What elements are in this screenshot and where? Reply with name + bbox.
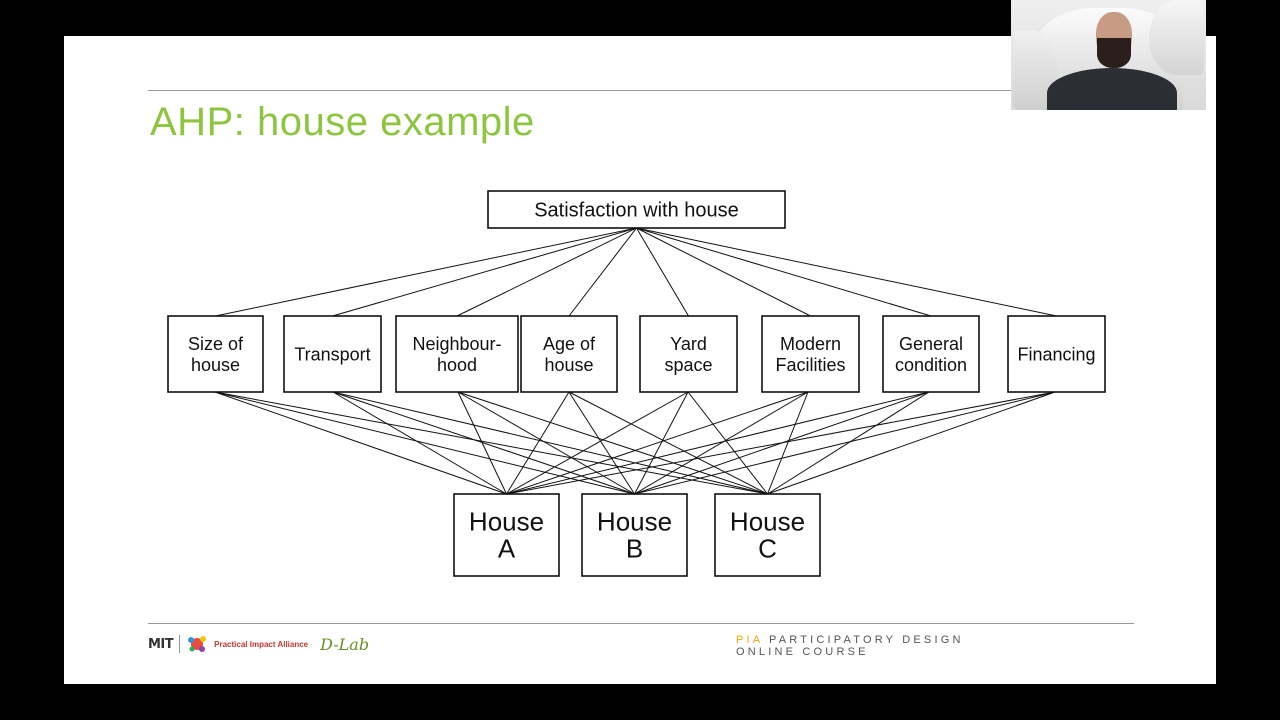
- criterion-to-alternative-link: [332, 391, 635, 495]
- goal-to-criterion-link: [636, 227, 811, 317]
- alternative-box: [453, 493, 560, 577]
- presenter-webcam: [1011, 0, 1206, 110]
- criterion-to-alternative-link: [634, 391, 809, 495]
- criterion-box: [761, 315, 860, 393]
- criterion-to-alternative-link: [687, 391, 768, 495]
- criterion-box: [882, 315, 980, 393]
- goal-to-criterion-link: [456, 227, 637, 317]
- goal-box: [487, 190, 786, 229]
- course-line1: PARTICIPATORY DESIGN: [769, 634, 964, 646]
- criterion-label: Neighbour-hood: [412, 334, 501, 375]
- slide-title: AHP: house example: [150, 100, 535, 144]
- goal-to-criterion-link: [636, 227, 689, 317]
- course-label: PIA PARTICIPATORY DESIGN ONLINE COURSE: [736, 634, 964, 658]
- criterion-box: [520, 315, 618, 393]
- criterion-box: [167, 315, 264, 393]
- criterion-to-alternative-link: [568, 391, 768, 495]
- criterion-to-alternative-link: [506, 391, 930, 495]
- goal-to-criterion-link: [332, 227, 637, 317]
- criterion-to-alternative-link: [568, 391, 635, 495]
- criterion-to-alternative-link: [214, 391, 507, 495]
- criterion-to-alternative-link: [767, 391, 809, 495]
- alliance-name: Practical Impact Alliance: [214, 639, 309, 649]
- goal-to-criterion-link: [568, 227, 637, 317]
- criterion-to-alternative-link: [506, 391, 570, 495]
- criterion-to-alternative-link: [214, 391, 768, 495]
- goal-to-criterion-link: [636, 227, 932, 317]
- criterion-box: [639, 315, 738, 393]
- criterion-to-alternative-link: [634, 391, 689, 495]
- criterion-to-alternative-link: [214, 391, 635, 495]
- criterion-to-alternative-link: [332, 391, 768, 495]
- logo-divider: [179, 635, 181, 653]
- criterion-to-alternative-link: [332, 391, 507, 495]
- criterion-to-alternative-link: [506, 391, 809, 495]
- footer-logos: MIT Practical Impact Alliance D-Lab: [148, 630, 369, 658]
- criterion-box: [283, 315, 382, 393]
- criterion-to-alternative-link: [506, 391, 689, 495]
- goal-to-criterion-link: [215, 227, 637, 317]
- alternative-box: [714, 493, 821, 577]
- criterion-to-alternative-link: [767, 391, 930, 495]
- goal-label: Satisfaction with house: [534, 200, 739, 222]
- mit-logo: MIT: [148, 636, 174, 652]
- course-accent: PIA: [736, 634, 763, 646]
- criterion-to-alternative-link: [457, 391, 768, 495]
- goal-to-criterion-link: [636, 227, 1057, 317]
- criterion-box: [395, 315, 519, 393]
- dlab-logo: D-Lab: [320, 634, 370, 654]
- criterion-to-alternative-link: [634, 391, 1056, 495]
- bottom-rule: [148, 623, 1134, 624]
- course-line2: ONLINE COURSE: [736, 646, 869, 658]
- criterion-label: Transport: [294, 344, 370, 364]
- top-rule: [148, 90, 1012, 91]
- alternative-box: [581, 493, 688, 577]
- criterion-box: [1007, 315, 1106, 393]
- criterion-to-alternative-link: [767, 391, 1056, 495]
- criterion-label: Financing: [1017, 344, 1095, 364]
- pia-splash-icon: [188, 636, 207, 652]
- criterion-to-alternative-link: [457, 391, 635, 495]
- criterion-to-alternative-link: [634, 391, 930, 495]
